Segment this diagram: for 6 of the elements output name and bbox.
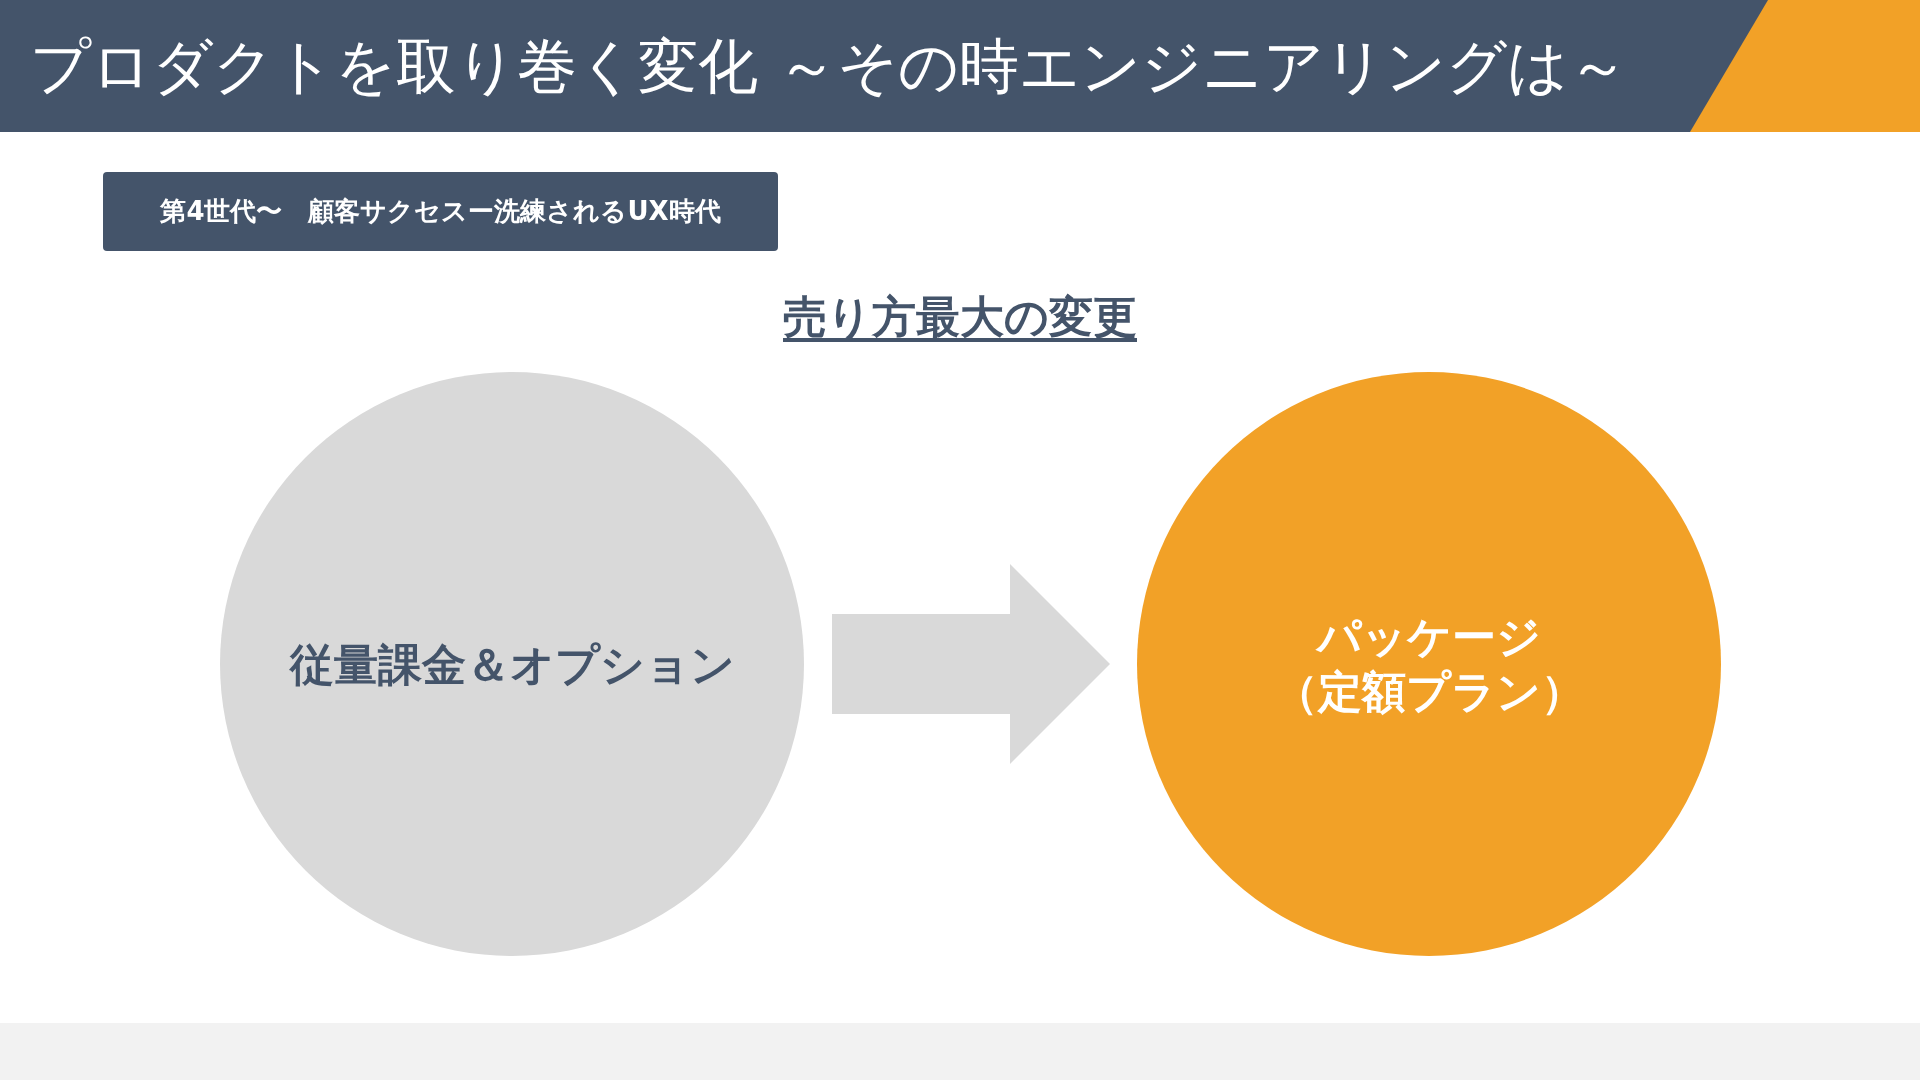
- circle-node: 従量課金＆オプション: [220, 372, 804, 956]
- block-arrow: [832, 564, 1110, 764]
- heading-badge: 第4世代〜 顧客サクセスー洗練されるUX時代: [103, 172, 778, 251]
- slide-title: プロダクトを取り巻く変化 ～その時エンジニアリングは～: [30, 30, 1629, 103]
- section-heading: 売り方最大の変更: [782, 290, 1138, 344]
- circle-node: パッケージ（定額プラン）: [1137, 372, 1721, 956]
